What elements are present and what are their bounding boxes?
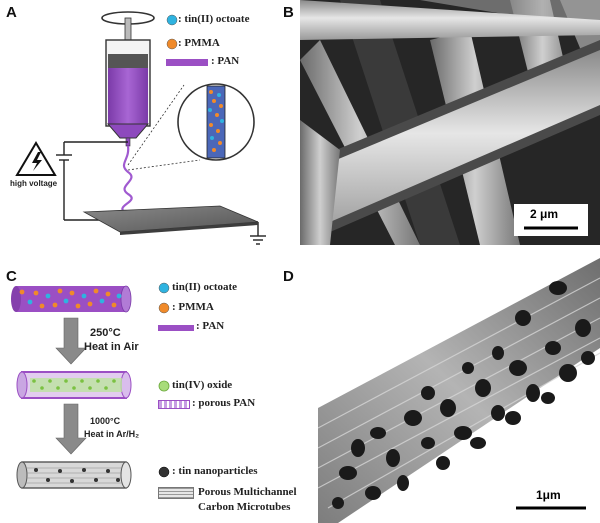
panel-label-c: C <box>6 268 17 285</box>
legend-c-pan-label: : PAN <box>196 320 225 332</box>
legend-c-carbon-line1: Porous Multichannel <box>198 486 297 498</box>
tem-scale-bar-label: 1μm <box>536 488 561 502</box>
collector-plate <box>82 205 259 233</box>
panel-label-a: A <box>6 4 17 21</box>
legend-c-pmma-label: : PMMA <box>172 301 214 313</box>
legend-pan-label: : PAN <box>211 55 240 67</box>
step2-process: Heat in Ar/H₂ <box>84 429 140 439</box>
high-voltage-label: high voltage <box>10 179 58 188</box>
panel-label-d: D <box>283 268 294 285</box>
legend-tin-icon <box>166 14 178 26</box>
legend-tin-label: : tin(II) octoate <box>178 13 250 25</box>
arrow-step-1 <box>55 317 87 365</box>
legend-c-porous-pan-icon <box>158 400 190 409</box>
oxidized-fiber <box>16 371 132 399</box>
legend-c-tin-oxide-label: tin(IV) oxide <box>172 379 233 391</box>
legend-c-tin-np-icon <box>158 466 170 478</box>
electrospinning-diagram <box>15 11 266 245</box>
legend-pmma-label: : PMMA <box>178 37 220 49</box>
high-voltage-icon <box>15 141 57 176</box>
panel-label-b: B <box>283 4 294 21</box>
processing-scheme <box>11 285 132 489</box>
legend-c-tin-np-label: : tin nanoparticles <box>172 465 258 477</box>
legend-c-pan-icon <box>158 325 194 331</box>
sem-micrograph: 2 μm <box>300 0 600 245</box>
legend-c-porous-pan-label: : porous PAN <box>192 397 256 409</box>
legend-c-tin-oxide-icon <box>158 380 170 392</box>
step1-process: Heat in Air <box>84 341 139 353</box>
legend-c-carbon-icon <box>158 487 194 499</box>
step2-temperature: 1000°C <box>90 416 121 426</box>
legend-c-tin-label: tin(II) octoate <box>172 281 238 293</box>
as-spun-fiber <box>11 285 132 313</box>
syringe <box>101 11 155 147</box>
legend-pmma-icon <box>166 38 178 50</box>
fiber-zoom-inset <box>127 83 255 171</box>
carbon-microtube <box>16 461 132 489</box>
legend-c-pmma-icon <box>158 302 170 314</box>
arrow-step-2 <box>55 403 87 455</box>
legend-c-tin-icon <box>158 282 170 294</box>
sem-scale-bar-label: 2 μm <box>530 207 559 221</box>
legend-c-carbon-line2: Carbon Microtubes <box>198 501 291 513</box>
legend-pan-icon <box>166 59 208 66</box>
step1-temperature: 250°C <box>90 327 121 339</box>
tem-micrograph: 1μm <box>318 258 600 523</box>
